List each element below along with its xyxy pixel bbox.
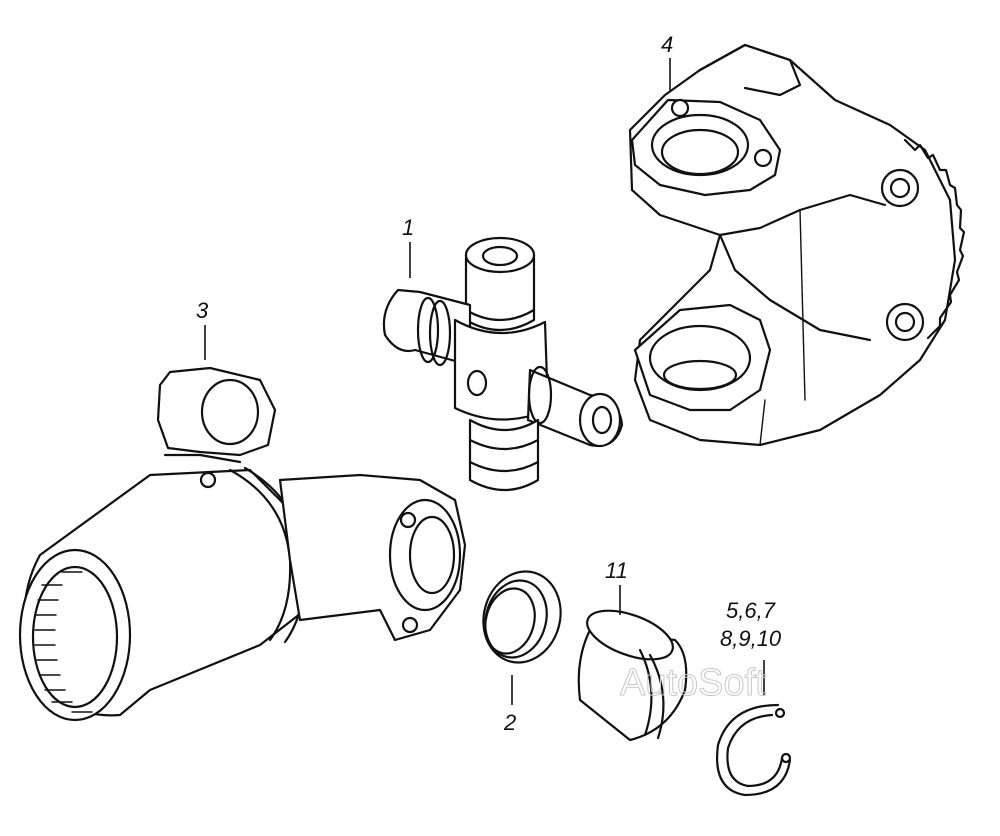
callout-2: 2 [503, 710, 516, 735]
watermark-text: AutoSoft [620, 662, 766, 704]
callout-5-7: 5,6,7 [726, 598, 776, 623]
part-4-flange-yoke [628, 43, 966, 447]
part-2-seal-ring [482, 570, 562, 664]
callout-1: 1 [402, 215, 414, 240]
callout-8-10: 8,9,10 [720, 626, 782, 651]
callout-11: 11 [605, 558, 628, 583]
part-3-slip-yoke [18, 366, 467, 722]
callout-3: 3 [196, 298, 209, 323]
part-11-bearing-cup [577, 609, 688, 742]
part-1-cross-spider [382, 236, 624, 491]
parts-5-10-snap-ring [716, 703, 792, 797]
callout-4: 4 [661, 32, 673, 57]
